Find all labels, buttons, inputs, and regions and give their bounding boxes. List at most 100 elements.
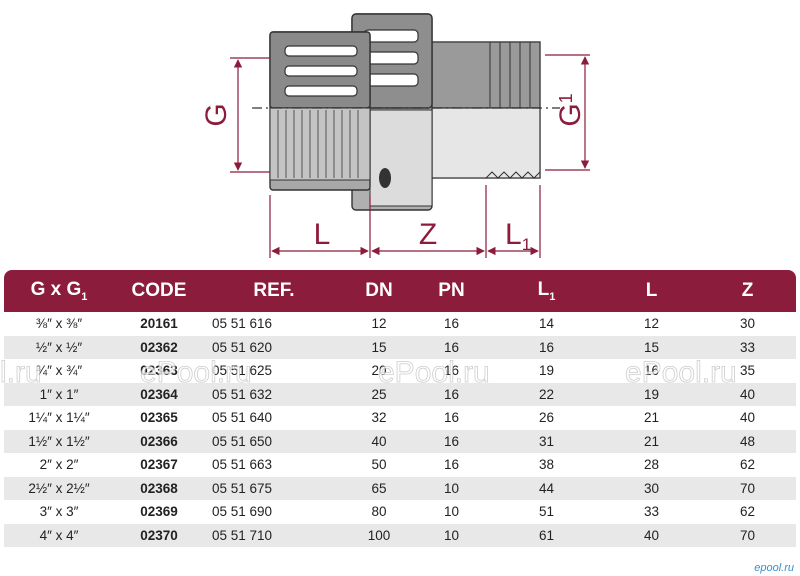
- cell-code: 02364: [114, 382, 204, 406]
- cell-ref: 05 51 710: [204, 523, 344, 547]
- dimension-lines: [230, 54, 590, 258]
- cell-dn: 12: [344, 312, 414, 336]
- cell-z: 70: [699, 476, 796, 500]
- cell-size: 2½″ x 2½″: [4, 476, 114, 500]
- cell-pn: 16: [414, 312, 489, 336]
- cell-l1: 44: [489, 476, 604, 500]
- cell-l: 30: [604, 476, 699, 500]
- cell-l1: 16: [489, 335, 604, 359]
- cell-size: ⅜″ x ⅜″: [4, 312, 114, 336]
- cell-pn: 10: [414, 500, 489, 524]
- cell-size: 1″ x 1″: [4, 382, 114, 406]
- cell-code: 02368: [114, 476, 204, 500]
- cell-ref: 05 51 616: [204, 312, 344, 336]
- cell-dn: 40: [344, 429, 414, 453]
- cell-z: 70: [699, 523, 796, 547]
- cell-z: 40: [699, 406, 796, 430]
- cell-pn: 16: [414, 359, 489, 383]
- cell-l: 40: [604, 523, 699, 547]
- corner-watermark: epool.ru: [754, 562, 794, 574]
- spec-table: G x G1 CODE REF. DN PN L1 L Z ⅜″ x ⅜″201…: [4, 270, 796, 547]
- dim-label-l1: L1: [505, 218, 531, 254]
- cell-l1: 51: [489, 500, 604, 524]
- cell-pn: 10: [414, 476, 489, 500]
- header-dn: DN: [344, 270, 414, 312]
- header-z: Z: [699, 270, 796, 312]
- cell-dn: 32: [344, 406, 414, 430]
- header-l1: L1: [489, 270, 604, 312]
- dim-label-g1: G1: [554, 93, 587, 126]
- female-end-body: [269, 31, 371, 191]
- header-ref: REF.: [204, 270, 344, 312]
- cell-dn: 80: [344, 500, 414, 524]
- cell-l: 21: [604, 406, 699, 430]
- cell-dn: 65: [344, 476, 414, 500]
- cell-l: 15: [604, 335, 699, 359]
- cell-size: ½″ x ½″: [4, 335, 114, 359]
- fitting-technical-drawing: G G1 L Z L1: [200, 13, 590, 258]
- cell-ref: 05 51 663: [204, 453, 344, 477]
- cell-size: 1½″ x 1½″: [4, 429, 114, 453]
- cell-dn: 20: [344, 359, 414, 383]
- cell-code: 02370: [114, 523, 204, 547]
- dim-label-l: L: [314, 218, 331, 251]
- cell-code: 02367: [114, 453, 204, 477]
- cell-code: 20161: [114, 312, 204, 336]
- header-size: G x G1: [4, 270, 114, 312]
- cell-pn: 16: [414, 453, 489, 477]
- cell-code: 02366: [114, 429, 204, 453]
- table-header: G x G1 CODE REF. DN PN L1 L Z: [4, 270, 796, 312]
- cell-ref: 05 51 690: [204, 500, 344, 524]
- cell-l: 33: [604, 500, 699, 524]
- cell-l1: 14: [489, 312, 604, 336]
- cell-code: 02369: [114, 500, 204, 524]
- cell-code: 02362: [114, 335, 204, 359]
- cell-l1: 61: [489, 523, 604, 547]
- header-code: CODE: [114, 270, 204, 312]
- header-pn: PN: [414, 270, 489, 312]
- male-end-body: [429, 41, 541, 179]
- cell-size: 2″ x 2″: [4, 453, 114, 477]
- cell-l: 19: [604, 382, 699, 406]
- cell-pn: 10: [414, 523, 489, 547]
- dim-label-g: G: [200, 103, 233, 126]
- cell-ref: 05 51 625: [204, 359, 344, 383]
- cell-l1: 38: [489, 453, 604, 477]
- cell-ref: 05 51 650: [204, 429, 344, 453]
- cell-code: 02365: [114, 406, 204, 430]
- cell-pn: 16: [414, 382, 489, 406]
- cell-z: 40: [699, 382, 796, 406]
- cell-z: 48: [699, 429, 796, 453]
- cell-size: 1¼″ x 1¼″: [4, 406, 114, 430]
- cell-pn: 16: [414, 406, 489, 430]
- cell-l1: 31: [489, 429, 604, 453]
- cell-pn: 16: [414, 335, 489, 359]
- cell-size: ¾″ x ¾″: [4, 359, 114, 383]
- cell-pn: 16: [414, 429, 489, 453]
- cell-dn: 25: [344, 382, 414, 406]
- cell-z: 33: [699, 335, 796, 359]
- cell-size: 3″ x 3″: [4, 500, 114, 524]
- cell-dn: 50: [344, 453, 414, 477]
- cell-size: 4″ x 4″: [4, 523, 114, 547]
- header-l: L: [604, 270, 699, 312]
- cell-z: 35: [699, 359, 796, 383]
- cell-l: 21: [604, 429, 699, 453]
- cell-z: 30: [699, 312, 796, 336]
- cell-code: 02363: [114, 359, 204, 383]
- cell-ref: 05 51 632: [204, 382, 344, 406]
- cell-dn: 100: [344, 523, 414, 547]
- cell-l: 16: [604, 359, 699, 383]
- cell-l: 28: [604, 453, 699, 477]
- dim-label-z: Z: [419, 218, 437, 251]
